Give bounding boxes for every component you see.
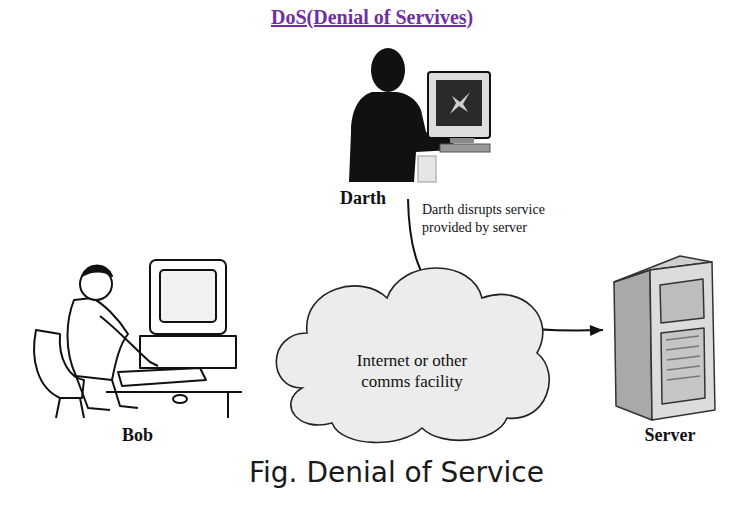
server-illustration [614,256,715,420]
connector-label: Darth disrupts service provided by serve… [422,201,567,236]
node-label: Bob [122,426,153,446]
node-label: Server [645,426,696,446]
cloud-outline [262,238,562,448]
user-hair [82,266,112,277]
chair-legs [56,398,84,418]
server-panel [661,328,705,404]
user-keyboard [118,368,206,386]
attacker-node: Darth [318,184,408,214]
desk-leg [227,392,229,418]
attacker-keyboard [440,144,490,152]
attacker-illustration [349,48,490,182]
node-label: Internet or other comms facility [337,350,487,393]
user-monitor [150,260,226,334]
user-screen [160,270,216,322]
attacker-head [371,48,405,92]
server-vents [666,336,700,380]
network-cloud: Internet or other comms facility [262,238,562,448]
monitor-base [450,138,474,143]
server-side [614,270,652,420]
cloud-shape [276,268,549,442]
server-front [650,262,715,420]
diagram-title: DoS(Denial of Servives) [271,6,473,29]
desk-stand [418,156,436,182]
attacker-screen [436,80,482,126]
user-node: Bob [25,245,250,450]
figure-caption: Fig. Denial of Service [249,456,544,489]
arrow-head [590,325,603,336]
desk-edge [106,391,242,393]
node-label: Darth [340,189,386,209]
user-illustration [34,260,242,418]
user-body [68,298,129,380]
user-arm [100,316,158,366]
server-node: Server [605,255,735,450]
attacker-monitor [428,72,490,138]
user-mouse [173,395,187,403]
server-panel [660,279,704,323]
screen-image [450,92,470,114]
